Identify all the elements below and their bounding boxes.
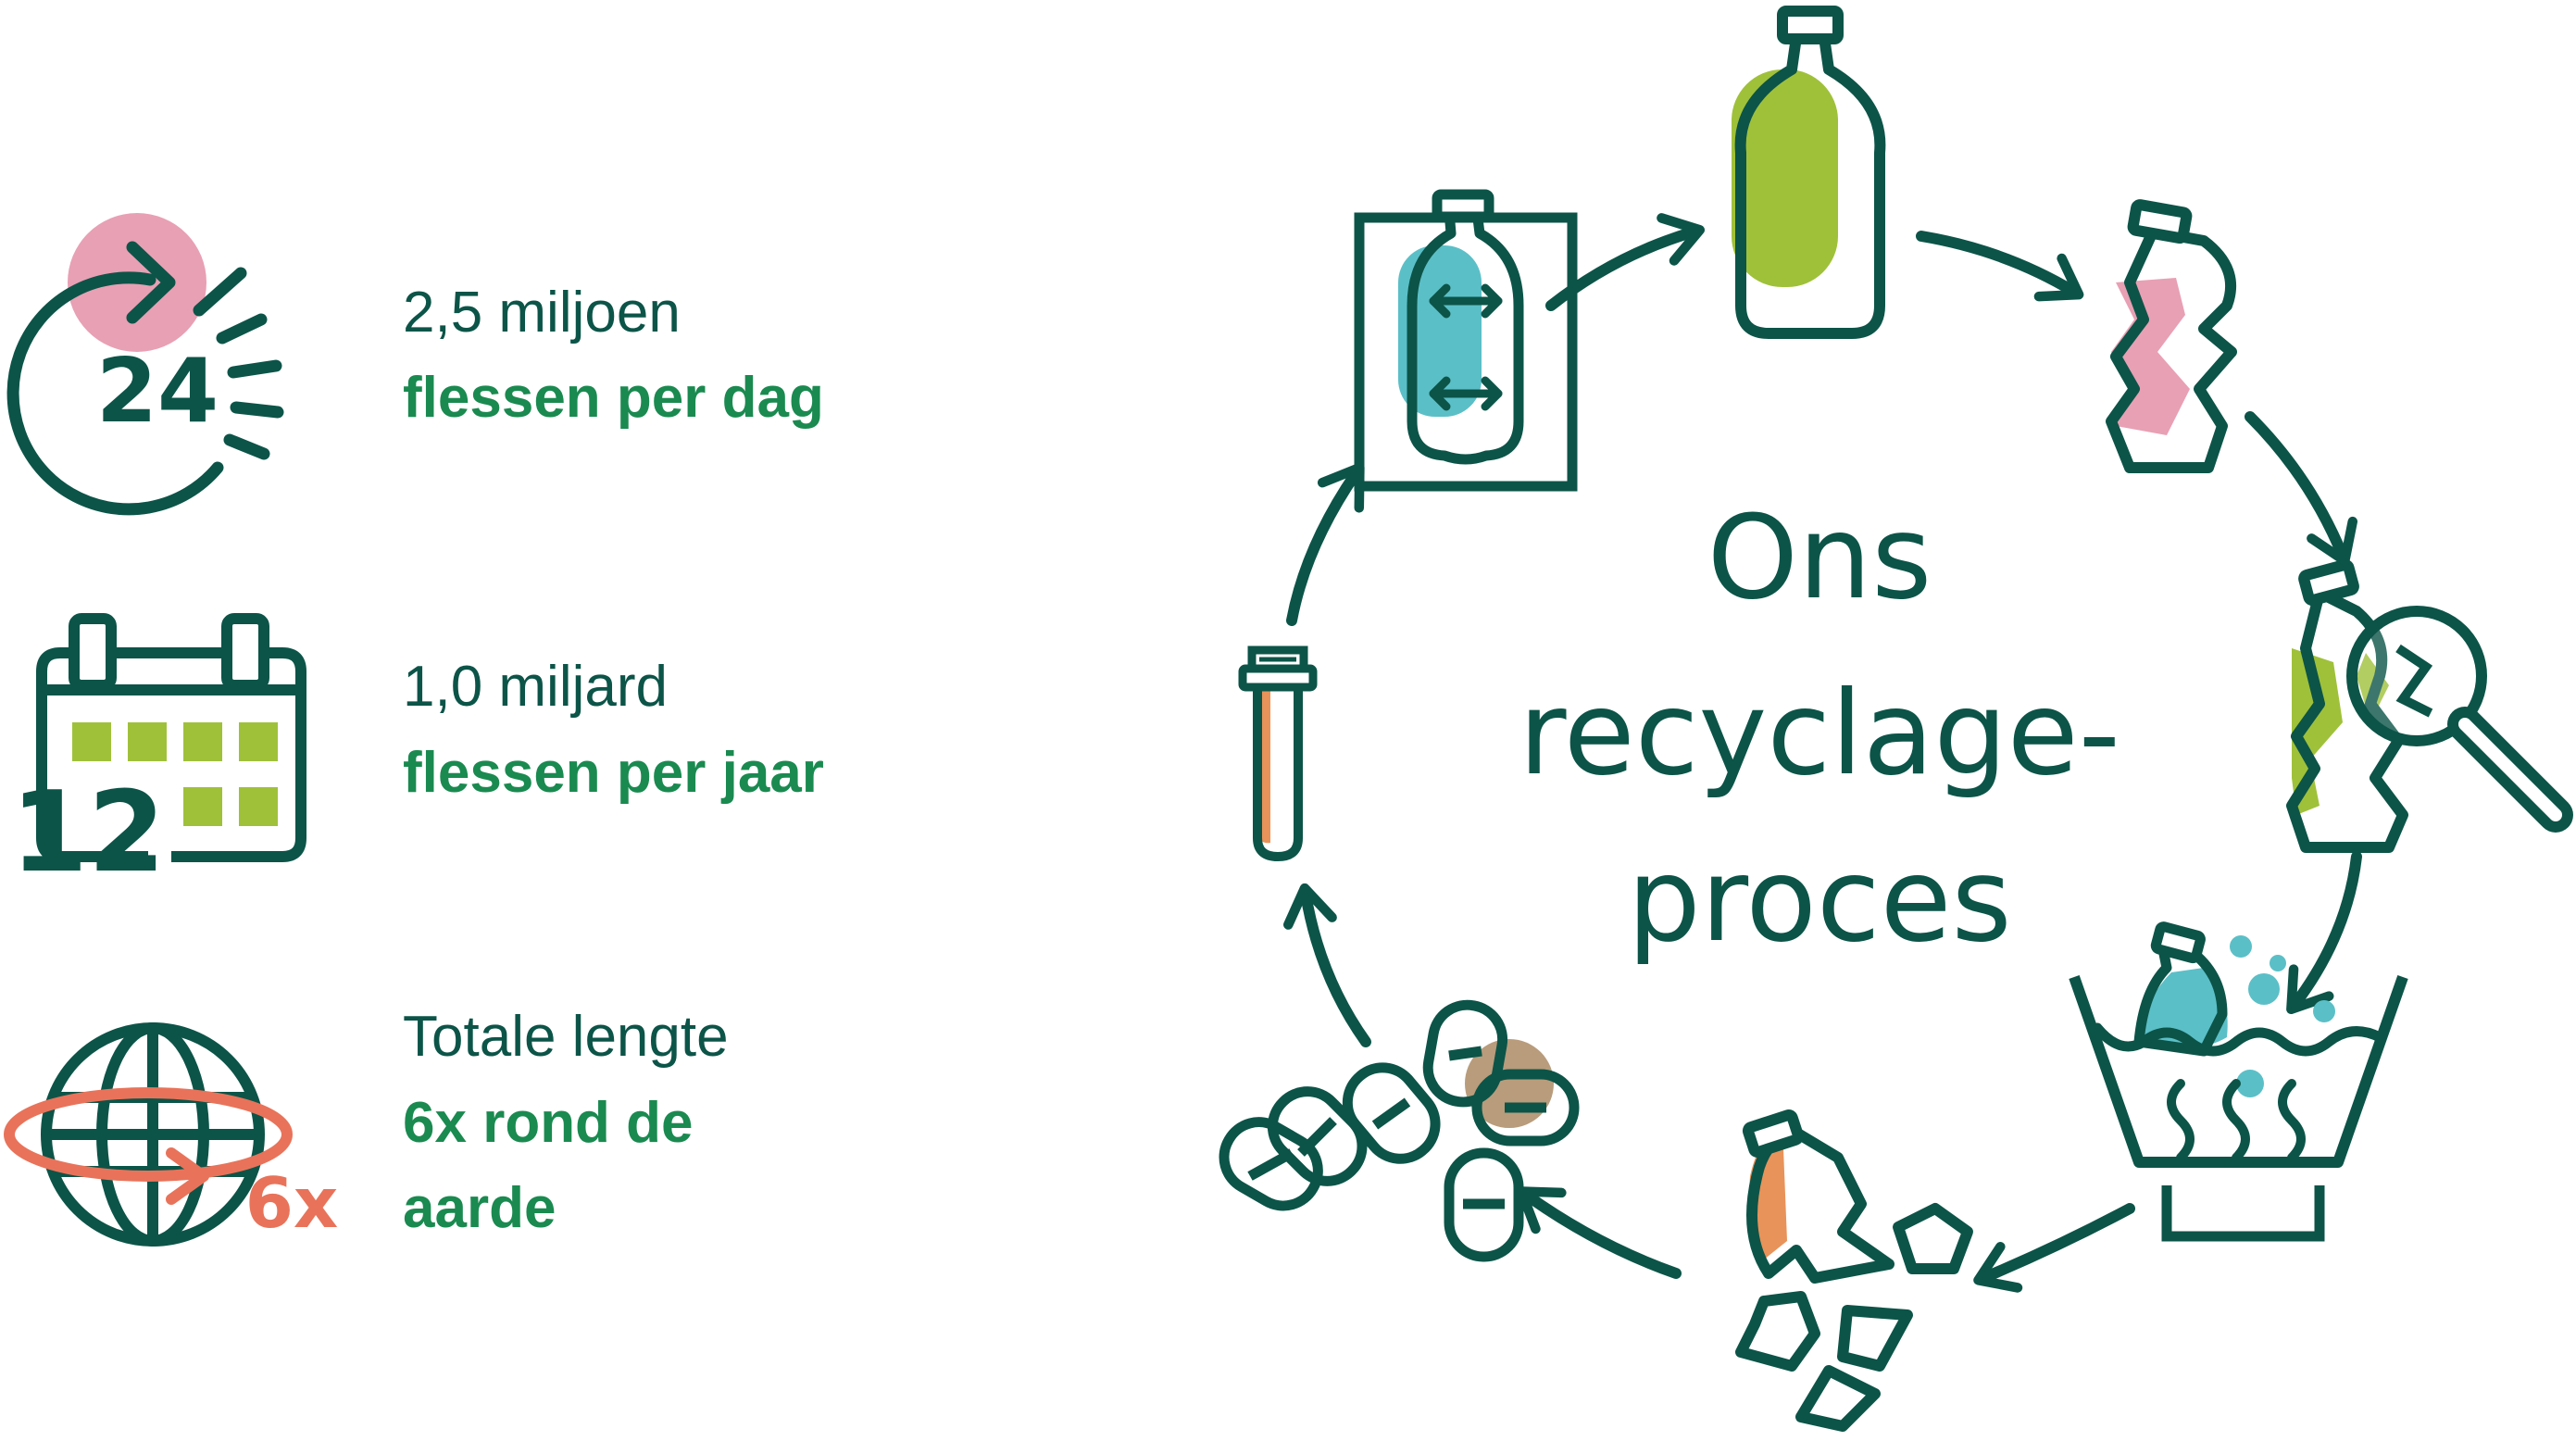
arrow-crushed-to-inspect [2245, 411, 2358, 566]
stat-3-label-cont: aarde [403, 1176, 556, 1240]
clock-24-icon: 24 [6, 213, 284, 516]
stat-1-value: 2,5 miljoen [403, 281, 681, 345]
arrow-preform-to-mold [1286, 462, 1365, 626]
arrow-pellets-to-preform [1283, 883, 1371, 1047]
clock-number: 24 [96, 341, 219, 443]
magnifier-bottle-icon [2286, 558, 2573, 853]
diagram-title: Ons recyclage- proces [1519, 491, 2120, 968]
title-line-3: proces [1627, 833, 2011, 968]
arrow-bottle-to-crushed [1916, 231, 2084, 302]
wash-basin-icon [2069, 921, 2408, 1242]
arrow-wash-to-flakes [1973, 1203, 2135, 1293]
stat-2-label: flessen per jaar [403, 741, 824, 805]
pellets-icon [1219, 999, 1580, 1262]
arrow-inspect-to-wash [2286, 851, 2362, 1015]
cycle-arrows [1283, 213, 2362, 1293]
bottle-icon [1732, 6, 1886, 339]
stat-3-value: Totale lengte [403, 1005, 729, 1069]
calendar-12-icon: 12 [11, 613, 306, 897]
stat-2-value: 1,0 miljard [403, 655, 668, 719]
arrow-mold-to-bottle [1545, 213, 1706, 311]
arrow-flakes-to-pellets [1516, 1186, 1682, 1279]
flakes-icon [1735, 1109, 1973, 1432]
mold-bottle-icon [1354, 189, 1578, 492]
crushed-bottle-icon [2106, 199, 2237, 473]
title-line-1: Ons [1707, 491, 1932, 625]
preform-icon [1238, 645, 1318, 861]
stat-3-label: 6x rond de [403, 1091, 694, 1155]
title-line-2: recyclage- [1519, 667, 2120, 801]
calendar-number: 12 [11, 769, 166, 897]
globe-icon: 6x [4, 1022, 339, 1247]
globe-multiplier: 6x [245, 1162, 339, 1244]
stat-1-label: flessen per dag [403, 366, 824, 430]
